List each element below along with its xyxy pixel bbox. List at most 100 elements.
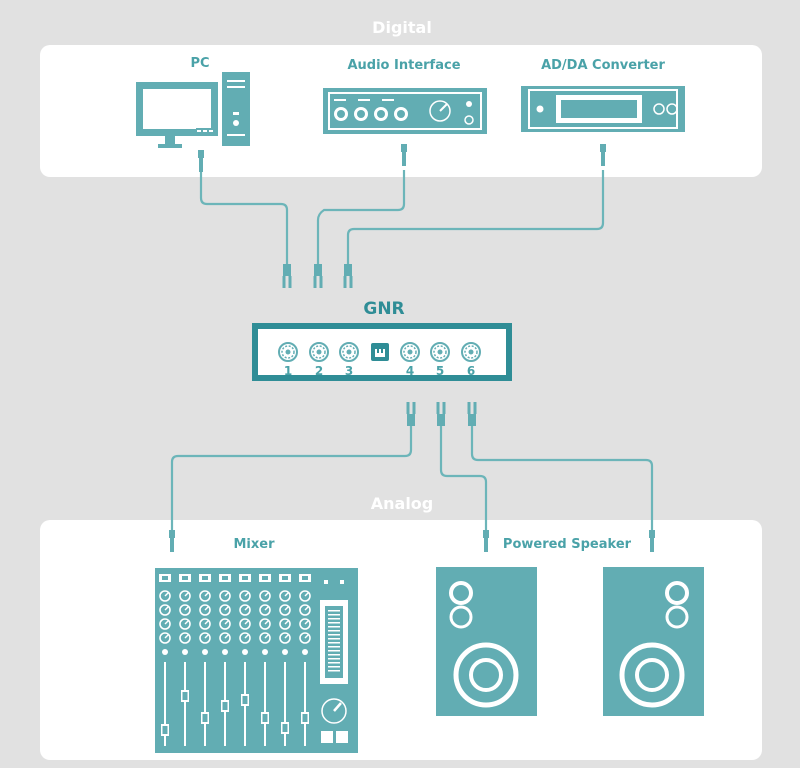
mixer-strip-part [242, 696, 248, 704]
pc-label: PC [190, 56, 209, 71]
gnr-port-4: 4 [406, 364, 414, 378]
gnr-port-5: 5 [436, 364, 444, 378]
mixer-strip-part [219, 604, 231, 616]
mixer-strip-part [244, 620, 249, 625]
mixer-strip-part [262, 649, 268, 655]
mixer-strip-part [302, 714, 308, 722]
mixer-strip-part [162, 576, 168, 580]
mixer-strip-part [159, 618, 171, 630]
mixer-strip-part [164, 662, 166, 746]
digital-cables [198, 144, 606, 288]
mixer-strip-part [302, 576, 308, 580]
speaker-right-icon [603, 567, 704, 716]
mixer-strip-part [164, 634, 169, 639]
mixer-strip-part [304, 592, 309, 597]
mixer-strip-part [202, 649, 208, 655]
gnr-port-3: 3 [345, 364, 353, 378]
mixer-strip-part [279, 618, 291, 630]
mixer-strip-part [264, 662, 266, 746]
mixer-strip-part [239, 618, 251, 630]
mixer-strip-part [224, 606, 229, 611]
adda-converter-icon [521, 86, 685, 132]
gnr-port-1: 1 [284, 364, 292, 378]
mixer-strip-part [264, 620, 269, 625]
powered-speaker-label: Powered Speaker [503, 537, 632, 552]
mixer-strip-part [282, 649, 288, 655]
mixer-strip-part [224, 634, 229, 639]
mixer-strip-part [299, 632, 311, 644]
mixer-strip-part [159, 590, 171, 602]
mixer-strip-part [162, 726, 168, 734]
analog-cables [169, 402, 655, 552]
gnr-port-2: 2 [315, 364, 323, 378]
mixer-strip-part [264, 592, 269, 597]
mixer-strip-part [242, 576, 248, 580]
audio-interface-label: Audio Interface [347, 58, 460, 73]
mixer-strip-part [244, 592, 249, 597]
mixer-strip-part [219, 590, 231, 602]
mixer-strip-part [204, 620, 209, 625]
mixer-strip-part [244, 634, 249, 639]
mixer-strip-part [264, 606, 269, 611]
mixer-strip-part [204, 634, 209, 639]
mixer-strip-part [224, 620, 229, 625]
mixer-strip-part [304, 634, 309, 639]
mixer-strip-part [224, 592, 229, 597]
mixer-strip-part [304, 662, 306, 746]
mixer-strip-part [159, 604, 171, 616]
mixer-strip-part [279, 590, 291, 602]
mixer-strip-part [199, 632, 211, 644]
mixer-strip-part [259, 604, 271, 616]
mixer-strip-part [282, 724, 288, 732]
mixer-strip-part [222, 576, 228, 580]
mixer-strip-part [264, 634, 269, 639]
mixer-strip-part [284, 620, 289, 625]
mixer-strip-part [279, 632, 291, 644]
mixer-strip-part [219, 632, 231, 644]
mixer-strip-part [262, 576, 268, 580]
mixer-strip-part [299, 604, 311, 616]
mixer-strip-part [179, 618, 191, 630]
mixer-strip-part [179, 632, 191, 644]
mixer-strip-part [179, 590, 191, 602]
mixer-icon [155, 568, 358, 753]
mixer-strip-part [184, 592, 189, 597]
mixer-strip-part [259, 618, 271, 630]
mixer-label: Mixer [233, 537, 275, 552]
analog-section-title: Analog [371, 494, 434, 513]
mixer-strip-part [182, 692, 188, 700]
gnr-port-6: 6 [467, 364, 475, 378]
mixer-strip-part [164, 606, 169, 611]
mixer-strip-part [204, 592, 209, 597]
mixer-strip-part [282, 576, 288, 580]
mixer-strip-part [182, 649, 188, 655]
mixer-strip-part [162, 649, 168, 655]
adda-converter-label: AD/DA Converter [541, 58, 665, 73]
mixer-strip-part [204, 662, 206, 746]
mixer-strip-part [242, 649, 248, 655]
pc-icon [136, 72, 250, 148]
mixer-strip-part [199, 604, 211, 616]
mixer-strip-part [302, 649, 308, 655]
mixer-strip-part [239, 590, 251, 602]
mixer-strip-part [182, 576, 188, 580]
mixer-strip-part [219, 618, 231, 630]
audio-interface-icon [323, 88, 487, 134]
mixer-strip-part [222, 702, 228, 710]
mixer-strip-part [202, 714, 208, 722]
mixer-strip-part [259, 590, 271, 602]
mixer-strip-part [239, 632, 251, 644]
mixer-strip-part [184, 634, 189, 639]
mixer-strip-part [184, 662, 186, 746]
mixer-strip-part [244, 606, 249, 611]
digital-section-title: Digital [372, 18, 432, 37]
mixer-strip-part [299, 618, 311, 630]
mixer-strip-part [202, 576, 208, 580]
mixer-strip-part [184, 620, 189, 625]
speaker-left-icon [436, 567, 537, 716]
mixer-strip-part [284, 634, 289, 639]
mixer-strip-part [164, 592, 169, 597]
mixer-strip-part [284, 662, 286, 746]
mixer-strip-part [204, 606, 209, 611]
